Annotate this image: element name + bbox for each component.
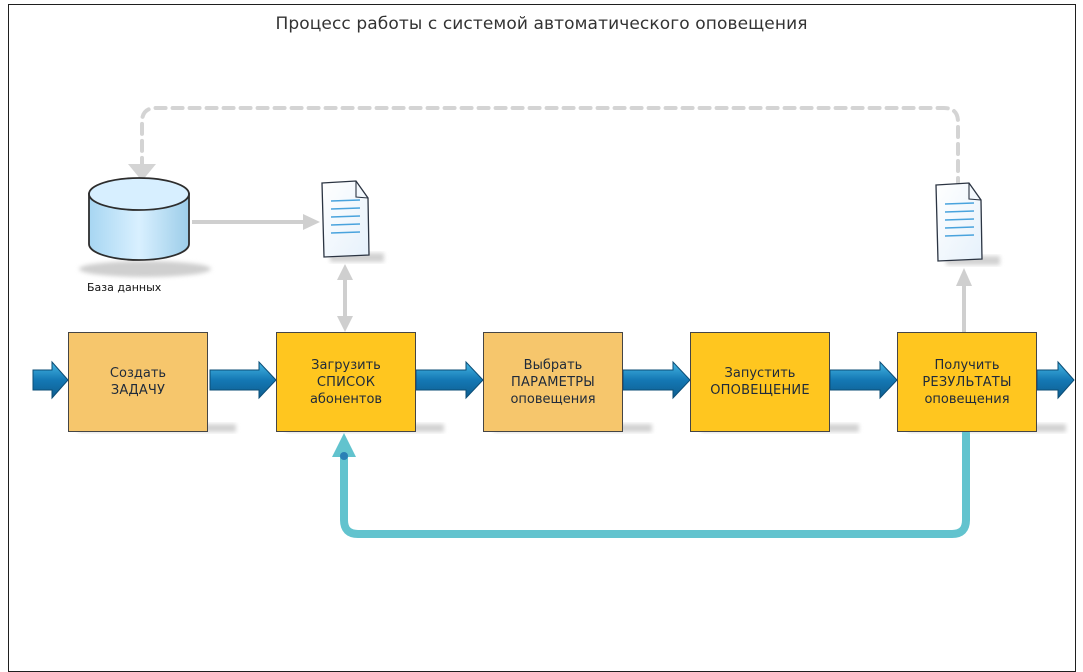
flow-arrow-out	[1036, 360, 1075, 400]
flow-arrow-in	[32, 360, 69, 400]
step-line-2: ОПОВЕЩЕНИЕ	[710, 383, 810, 398]
flow-arrow-2	[415, 360, 484, 400]
doc-list-arrowhead-down	[337, 316, 353, 332]
step-line-2: ПАРАМЕТРЫ	[511, 374, 595, 390]
step-line-1: Загрузить	[311, 357, 381, 373]
step-start-notification[interactable]: Запустить ОПОВЕЩЕНИЕ	[690, 332, 830, 432]
step-line-1: Получить	[934, 357, 1000, 373]
flow-arrow-3	[622, 360, 691, 400]
results-doc-arrowhead	[956, 268, 972, 286]
doc-list-arrowhead-up	[337, 264, 353, 280]
diagram-title: Процесс работы с системой автоматическог…	[275, 14, 808, 34]
flow-arrow-1	[209, 360, 277, 400]
document-icon	[935, 182, 1000, 265]
step-line-1: Выбрать	[523, 357, 583, 373]
step-load-list[interactable]: Загрузить СПИСОК абонентов	[276, 332, 416, 432]
database-icon	[79, 177, 211, 277]
step-line-3: оповещения	[924, 391, 1010, 407]
step-get-results[interactable]: Получить РЕЗУЛЬТАТЫ оповещения	[897, 332, 1037, 432]
step-line-1: Запустить	[724, 366, 796, 381]
db-to-doc-arrowhead	[303, 214, 320, 230]
step-create-task[interactable]: Создать ЗАДАЧУ	[68, 332, 208, 432]
step-line-3: оповещения	[510, 391, 596, 407]
document-icon	[321, 180, 384, 262]
feedback-loop-line	[340, 429, 970, 538]
step-select-parameters[interactable]: Выбрать ПАРАМЕТРЫ оповещения	[483, 332, 623, 432]
step-line-2: ЗАДАЧУ	[110, 383, 166, 398]
database-label: База данных	[87, 281, 162, 294]
dashed-arrowhead	[128, 164, 156, 181]
feedback-loop-arrowhead	[332, 433, 356, 457]
step-line-1: Создать	[109, 366, 167, 381]
step-line-2: РЕЗУЛЬТАТЫ	[922, 374, 1012, 390]
dashed-feedback-line	[140, 106, 960, 190]
flow-arrow-4	[829, 360, 898, 400]
step-line-2: СПИСОК	[316, 374, 376, 390]
step-line-3: абонентов	[309, 391, 383, 407]
